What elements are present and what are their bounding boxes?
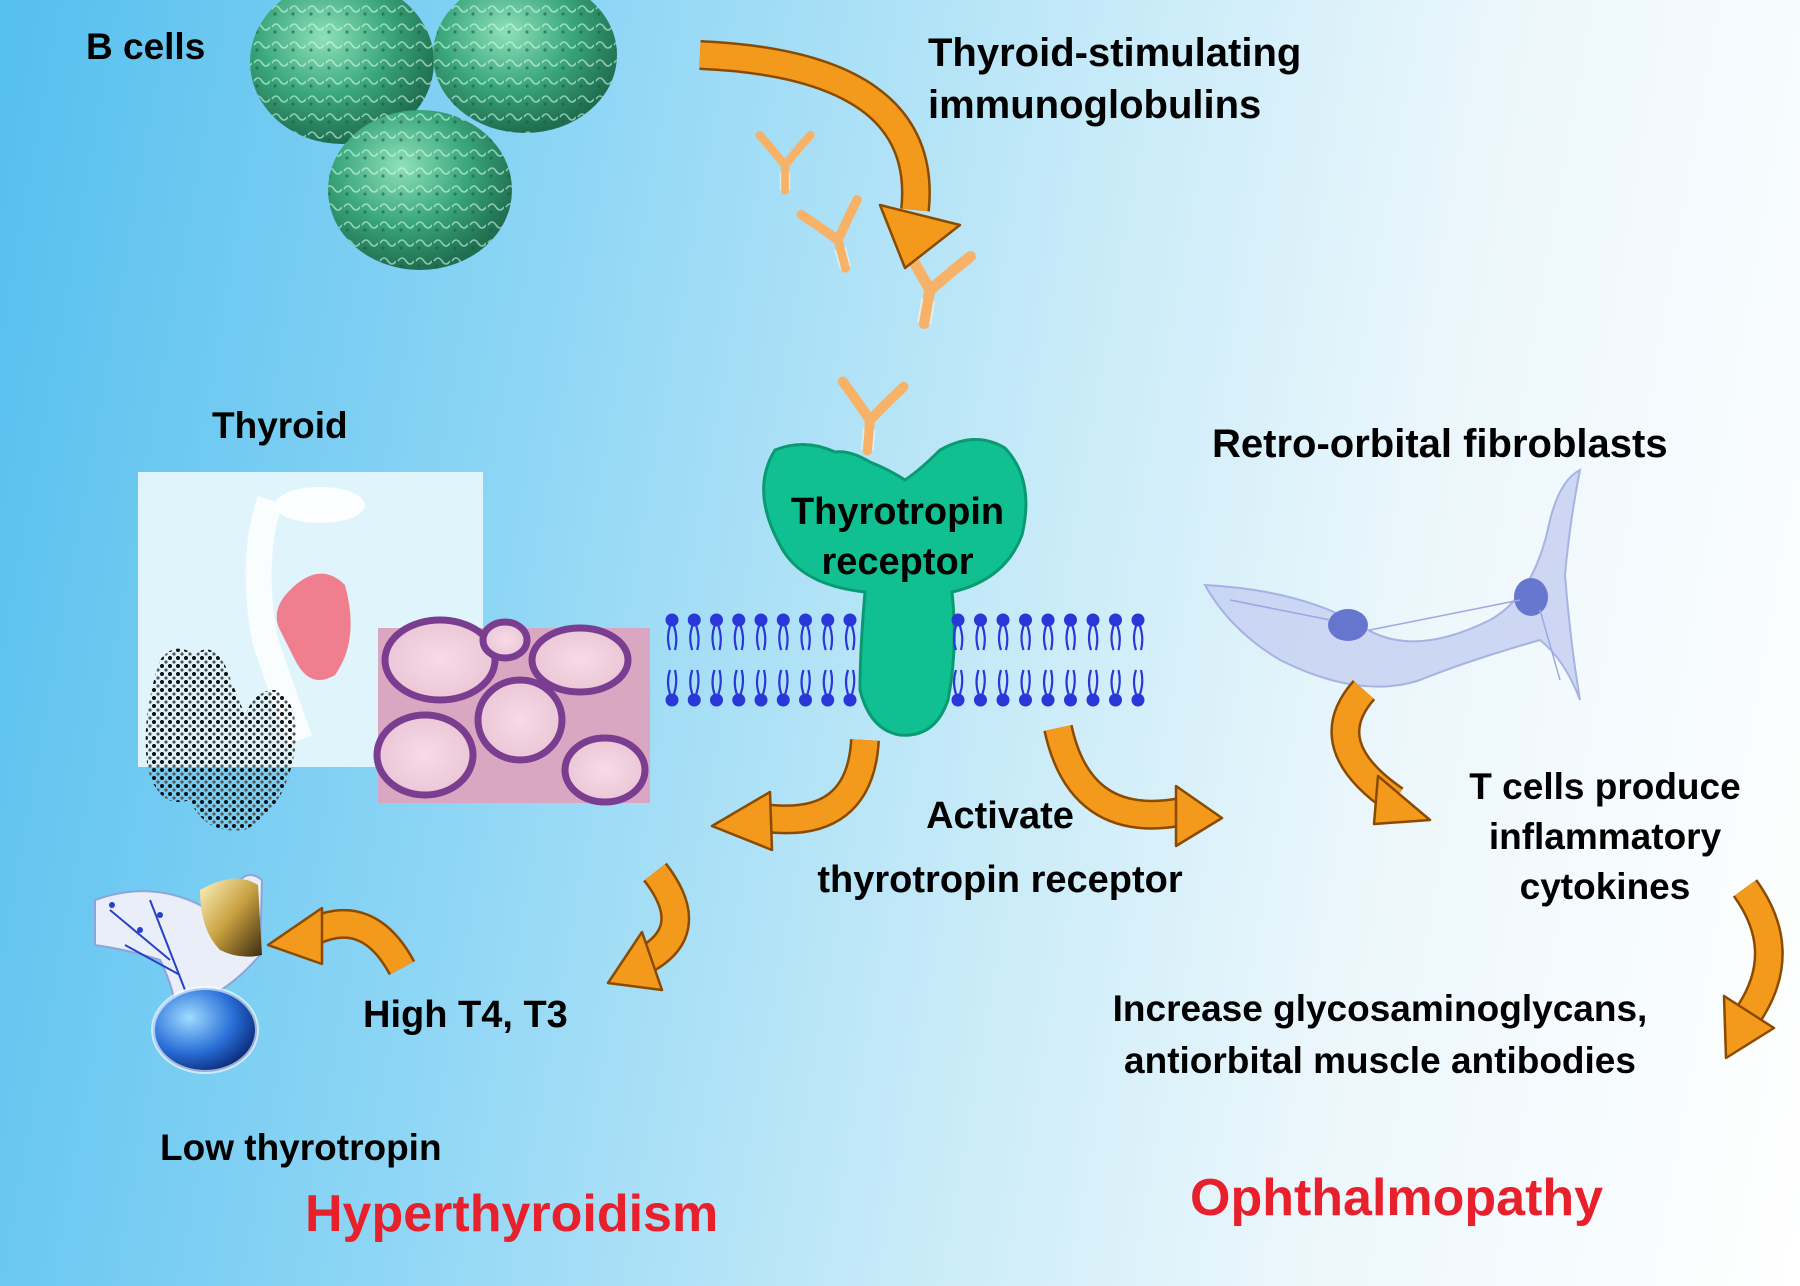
phospholipid-icon	[843, 669, 857, 707]
antibody-icon	[796, 195, 862, 273]
curved-arrow-icon	[266, 906, 416, 976]
phospholipid-icon	[1109, 613, 1122, 651]
phospholipid-icon	[1041, 669, 1055, 707]
increase-label-line: Increase glycosaminoglycans,	[1112, 988, 1648, 1029]
hyperthyroidism-label: Hyperthyroidism	[305, 1185, 719, 1243]
hypothalamus-icon	[200, 878, 262, 957]
activate-receptor-label: Activate thyrotropin receptor	[760, 784, 1240, 912]
phospholipid-icon	[974, 613, 987, 651]
b-cells-cluster-icon	[250, 0, 617, 270]
immunoglobulins-label-line: immunoglobulins	[928, 83, 1262, 127]
phospholipid-icon	[1064, 613, 1077, 651]
phospholipid-icon	[687, 613, 701, 651]
t-cells-label-line: inflammatory	[1488, 816, 1722, 857]
phospholipid-icon	[687, 669, 701, 707]
phospholipid-icon	[951, 669, 965, 707]
fibroblast-nucleus-icon	[1514, 578, 1548, 616]
t-cells-label: T cells produce inflammatory cytokines	[1410, 762, 1800, 912]
thyroid-gland-icon	[276, 573, 351, 680]
phospholipid-icon	[754, 669, 768, 707]
increase-gag-label: Increase glycosaminoglycans, antiorbital…	[1040, 983, 1720, 1087]
curved-arrow-icon	[1722, 879, 1784, 1060]
phospholipid-icon	[776, 613, 790, 651]
antibodies-group	[755, 130, 976, 456]
t-cells-label-line: cytokines	[1519, 866, 1691, 907]
antibody-icon	[837, 376, 909, 456]
receptor-label: Thyrotropin receptor	[765, 487, 1030, 587]
b-cells-label: B cells	[86, 26, 206, 67]
thyroid-histology-image	[373, 616, 650, 806]
phospholipid-icon	[1041, 613, 1055, 651]
phospholipid-icon	[776, 669, 790, 707]
low-thyrotropin-label: Low thyrotropin	[160, 1127, 442, 1168]
curved-arrow-icon	[606, 862, 691, 992]
phospholipid-icon	[996, 669, 1010, 707]
high-t4-t3-label: High T4, T3	[363, 994, 568, 1036]
curved-arrow-icon	[1043, 724, 1224, 848]
phospholipid-icon	[821, 669, 835, 707]
immunoglobulins-label-line: Thyroid-stimulating	[928, 31, 1302, 75]
activate-label-line: Activate	[926, 795, 1074, 837]
phospholipid-icon	[821, 613, 835, 651]
retro-orbital-fibroblasts-label: Retro-orbital fibroblasts	[1212, 422, 1668, 466]
pituitary-illustration	[94, 874, 264, 1074]
phospholipid-icon	[665, 613, 679, 651]
phospholipid-icon	[1086, 669, 1100, 707]
phospholipid-icon	[710, 613, 723, 651]
activate-label-line: thyrotropin receptor	[817, 859, 1183, 901]
phospholipid-icon	[974, 669, 987, 707]
phospholipid-icon	[1109, 669, 1122, 707]
thyroid-silhouette-icon	[145, 648, 296, 831]
thyroid-label: Thyroid	[212, 405, 348, 446]
phospholipid-icon	[799, 669, 812, 707]
phospholipid-icon	[754, 613, 768, 651]
phospholipid-icon	[1131, 613, 1145, 651]
phospholipid-icon	[710, 669, 723, 707]
phospholipid-icon	[1086, 613, 1100, 651]
phospholipid-icon	[1131, 669, 1145, 707]
curved-arrow-icon	[710, 738, 880, 852]
phospholipid-icon	[732, 613, 746, 651]
t-cells-label-line: T cells produce	[1469, 766, 1741, 807]
phospholipid-icon	[996, 613, 1010, 651]
curved-arrow-icon	[1330, 680, 1432, 826]
phospholipid-icon	[1019, 613, 1032, 651]
increase-label-line: antiorbital muscle antibodies	[1124, 1040, 1636, 1081]
thyroid-illustration	[138, 472, 483, 831]
receptor-label-line: Thyrotropin	[790, 491, 1005, 533]
phospholipid-icon	[799, 613, 812, 651]
cell-membrane-bilayer-icon	[665, 613, 1145, 707]
thyrotropin-receptor-icon	[762, 438, 1028, 737]
fibroblast-nucleus-icon	[1328, 609, 1368, 641]
pituitary-gland-icon	[153, 988, 257, 1072]
antibody-icon	[755, 130, 815, 195]
fibroblast-cells-icon	[1203, 468, 1582, 701]
immunoglobulins-label: Thyroid-stimulating immunoglobulins	[928, 27, 1301, 131]
phospholipid-icon	[1019, 669, 1032, 707]
receptor-label-line: receptor	[821, 541, 974, 583]
phospholipid-icon	[843, 613, 857, 651]
phospholipid-icon	[732, 669, 746, 707]
pathway-arrows	[266, 40, 1784, 1060]
curved-arrow-icon	[699, 40, 962, 270]
ophthalmopathy-label: Ophthalmopathy	[1190, 1169, 1604, 1227]
phospholipid-icon	[1064, 669, 1077, 707]
phospholipid-icon	[951, 613, 965, 651]
phospholipid-icon	[665, 669, 679, 707]
